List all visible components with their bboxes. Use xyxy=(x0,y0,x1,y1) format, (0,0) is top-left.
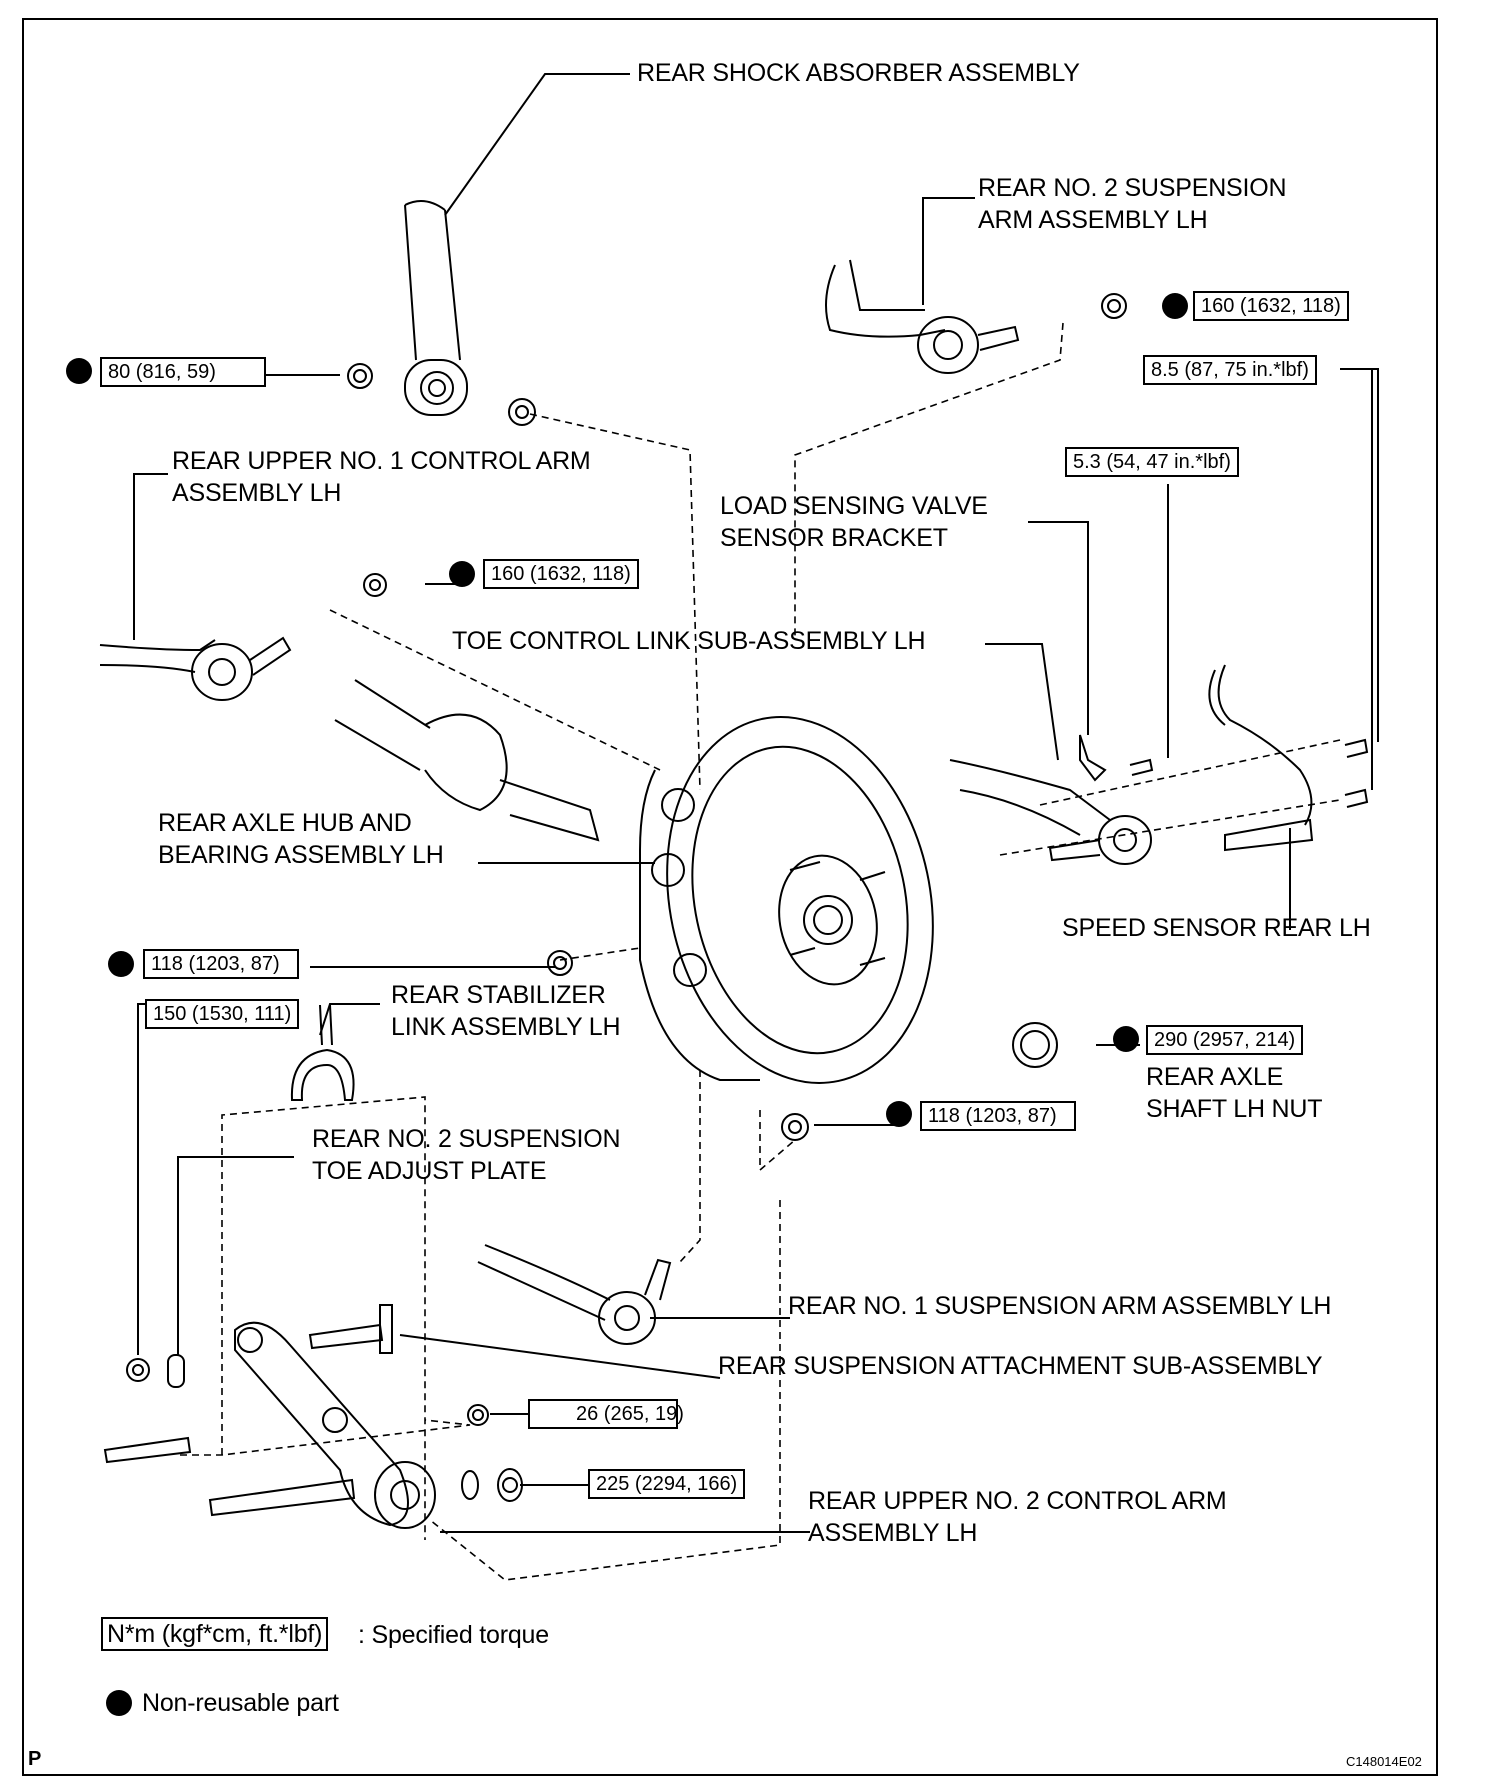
torque-spec-26: 26 (265, 19) xyxy=(528,1399,684,1429)
label-toe-control-link: TOE CONTROL LINK SUB-ASSEMBLY LH xyxy=(452,627,926,655)
torque-spec-160-top: 160 (1632, 118) xyxy=(1193,291,1349,321)
label-no2-arm-line2: ARM ASSEMBLY LH xyxy=(978,206,1208,234)
torque-spec-290: 290 (2957, 214) xyxy=(1146,1025,1304,1055)
label-upper-no2-line2: ASSEMBLY LH xyxy=(808,1519,978,1547)
label-stabilizer-line1: REAR STABILIZER xyxy=(391,981,606,1009)
torque-spec-150: 150 (1530, 111) xyxy=(145,999,300,1029)
nonreusable-marker xyxy=(108,951,134,977)
label-speed-sensor: SPEED SENSOR REAR LH xyxy=(1062,914,1371,942)
figure-code: C148014E02 xyxy=(1346,1754,1422,1769)
fasteners xyxy=(126,950,1058,1502)
label-hub-line1: REAR AXLE HUB AND xyxy=(158,809,412,837)
torque-spec-8-5: 8.5 (87, 75 in.*lbf) xyxy=(1143,355,1317,385)
upper-no1-control-arm-part xyxy=(99,573,387,701)
legend-torque-unit: N*m (kgf*cm, ft.*lbf) xyxy=(101,1617,329,1651)
shock-absorber-part xyxy=(347,200,536,426)
label-stabilizer-line2: LINK ASSEMBLY LH xyxy=(391,1013,621,1041)
nonreusable-marker xyxy=(886,1101,912,1127)
leader-lines xyxy=(133,73,1379,1533)
torque-spec-80: 80 (816, 59) xyxy=(100,357,266,387)
label-attachment: REAR SUSPENSION ATTACHMENT SUB-ASSEMBLY xyxy=(718,1352,1323,1380)
toe-control-link-part xyxy=(949,734,1154,865)
legend-torque-desc: : Specified torque xyxy=(358,1621,549,1649)
drive-shaft-part xyxy=(334,679,600,842)
hub-backing-plate-part xyxy=(639,716,934,1084)
label-rear-shock-absorber: REAR SHOCK ABSORBER ASSEMBLY xyxy=(637,59,1080,87)
label-no1-suspension-arm: REAR NO. 1 SUSPENSION ARM ASSEMBLY LH xyxy=(788,1292,1332,1320)
nonreusable-marker xyxy=(1162,293,1188,319)
stabilizer-link-part xyxy=(290,1004,355,1101)
label-axle-nut-line1: REAR AXLE xyxy=(1146,1063,1284,1091)
torque-spec-160-mid: 160 (1632, 118) xyxy=(483,559,639,589)
label-lsv-line2: SENSOR BRACKET xyxy=(720,524,948,552)
label-hub-line2: BEARING ASSEMBLY LH xyxy=(158,841,444,869)
torque-spec-118-right: 118 (1203, 87) xyxy=(920,1101,1076,1131)
corner-letter: P xyxy=(28,1748,42,1770)
label-axle-nut-line2: SHAFT LH NUT xyxy=(1146,1095,1323,1123)
torque-spec-225: 225 (2294, 166) xyxy=(588,1469,746,1499)
upper-no2-control-arm-part xyxy=(103,1321,436,1529)
label-upper-no1-line1: REAR UPPER NO. 1 CONTROL ARM xyxy=(172,447,591,475)
nonreusable-marker xyxy=(1113,1026,1139,1052)
diagram-frame xyxy=(22,18,1438,1776)
attachment-bolt-part xyxy=(308,1304,393,1354)
no1-suspension-arm-part xyxy=(477,1244,672,1345)
label-toe-plate-line2: TOE ADJUST PLATE xyxy=(312,1157,547,1185)
label-no2-arm-line1: REAR NO. 2 SUSPENSION xyxy=(978,174,1287,202)
no2-suspension-arm-part xyxy=(825,259,1127,374)
label-upper-no2-line1: REAR UPPER NO. 2 CONTROL ARM xyxy=(808,1487,1227,1515)
label-toe-plate-line1: REAR NO. 2 SUSPENSION xyxy=(312,1125,621,1153)
speed-sensor-part xyxy=(1208,664,1369,852)
nonreusable-marker xyxy=(66,358,92,384)
torque-spec-5-3: 5.3 (54, 47 in.*lbf) xyxy=(1065,447,1239,477)
legend-nonreusable: Non-reusable part xyxy=(142,1689,339,1717)
legend-nonreusable-marker xyxy=(106,1690,132,1716)
nonreusable-marker xyxy=(449,561,475,587)
label-upper-no1-line2: ASSEMBLY LH xyxy=(172,479,342,507)
torque-spec-118-left: 118 (1203, 87) xyxy=(143,949,299,979)
assembly-guides xyxy=(180,322,1341,1581)
label-lsv-line1: LOAD SENSING VALVE xyxy=(720,492,988,520)
